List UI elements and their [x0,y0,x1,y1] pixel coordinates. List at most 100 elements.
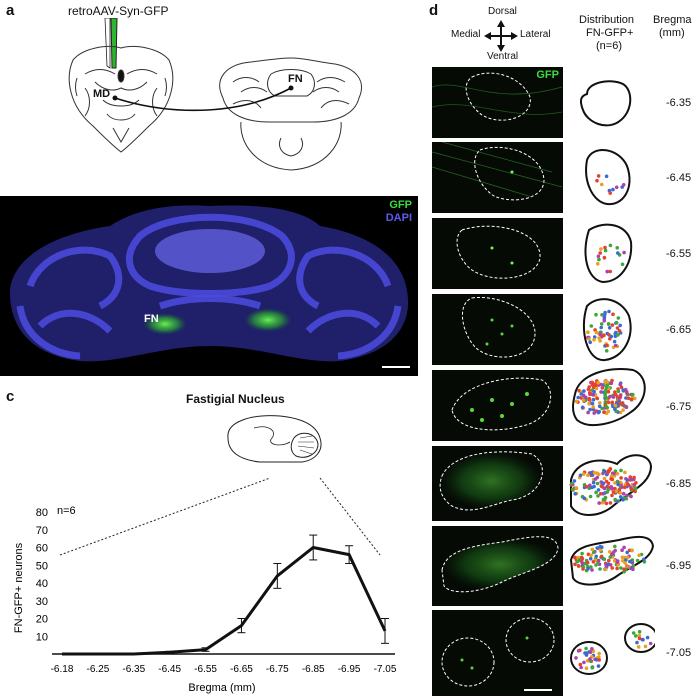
fn-label-a: FN [288,73,303,85]
neuron-dot [618,491,623,495]
neuron-dot [594,330,599,335]
neuron-dot [606,322,611,326]
neuron-dot [596,254,601,259]
neuron-dot [601,481,605,486]
neuron-dot [597,501,601,505]
neuron-dot [586,552,591,557]
neuron-dot [601,333,606,338]
neuron-dot [612,339,617,344]
neuron-dot [578,473,583,478]
neuron-dot [595,396,600,401]
neuron-dot [616,563,620,567]
neuron-dot [590,547,595,552]
x-tick-label: -7.05 [374,664,397,675]
neuron-dot [621,408,625,412]
y-tick-label: 30 [36,596,48,608]
neuron-dot [599,325,603,330]
neuron-dot [597,651,601,656]
neuron-dot [610,566,614,570]
neuron-dot [599,554,604,559]
neuron-dot [625,478,630,482]
d-micro-1: GFP [432,67,563,138]
bregma-label-5: -6.75 [666,401,692,413]
neuron-dot [588,494,593,499]
neuron-dot [621,183,626,187]
neuron-dot [615,472,620,476]
neuron-dot [635,558,640,563]
neuron-dot [607,558,611,563]
neuron-dot [579,396,583,400]
chart-errors [165,534,389,654]
chart-ticks: 1020304050607080-6.18-6.25-6.35-6.45-6.5… [36,507,397,675]
neuron-dot [618,480,623,485]
neuron-dot [590,383,595,387]
bregma-label-2: -6.45 [666,172,692,184]
neuron-dot [596,558,601,563]
x-tick-label: -6.85 [302,664,325,675]
y-tick-label: 10 [36,631,48,643]
neuron-dot [576,564,581,568]
neuron-dot [613,497,617,502]
neuron-dot [615,395,620,399]
x-tick-label: -6.35 [122,664,145,675]
neuron-dot [614,320,619,325]
neuron-dot [600,182,604,187]
neuron-dot [606,409,611,414]
neuron-dot [633,486,638,491]
neuron-dot [584,484,589,489]
neuron-dot [603,495,608,500]
bregma-label-6: -6.85 [666,478,692,490]
neuron-dot [582,660,586,665]
compass-icon [484,20,518,52]
line-chart: 1020304050607080-6.18-6.25-6.35-6.45-6.5… [13,477,397,694]
neuron-dot [625,493,629,498]
gfp-label-d: GFP [536,69,559,81]
neuron-dot [620,262,625,267]
neuron-dot [576,649,581,653]
dapi-label-b: DAPI [385,212,412,224]
scale-bar [382,366,410,368]
neuron-dot [616,389,621,394]
neuron-dot [606,469,611,474]
neuron-dot [598,332,603,337]
neuron-dot [610,323,615,327]
neuron-dot [635,640,639,645]
neuron-dot [629,487,634,492]
neuron-dot [601,491,605,496]
neuron-dot [631,567,635,571]
neuron-dot [621,491,626,496]
neuron-dot [623,482,628,487]
neuron-dot [594,383,598,388]
neuron-dot [596,494,600,498]
neuron-dot [585,560,590,565]
distribution-column [569,80,655,675]
neuron-dot [588,657,592,661]
neuron-dot [579,392,583,396]
neuron-dot [588,556,593,561]
neuron-dot [608,555,613,559]
neuron-dot [613,486,617,491]
dist-outline-2 [585,149,631,206]
neuron-dot [597,404,602,409]
neuron-dot [596,664,601,668]
neuron-dot [582,496,587,501]
neuron-dot [603,245,607,250]
neuron-dot [595,178,599,183]
neuron-dot [633,489,637,494]
neuron-dot [583,395,588,400]
virus-label: retroAAV-Syn-GFP [68,4,169,18]
neuron-dot [587,486,591,491]
x-tick-label: -6.95 [338,664,361,675]
neuron-dot [626,396,631,401]
dist-outline-6 [570,454,653,516]
dist-header-3: (n=6) [596,40,622,52]
neuron-dot [585,651,589,655]
neuron-dot [611,187,615,192]
panel-c-letter: c [6,388,15,405]
neuron-dot [598,548,603,552]
cerebellum-section-icon [219,57,362,171]
neuron-dot [606,389,611,394]
neuron-dot [570,487,575,492]
neuron-dot [574,656,578,660]
neuron-dot [622,569,626,574]
